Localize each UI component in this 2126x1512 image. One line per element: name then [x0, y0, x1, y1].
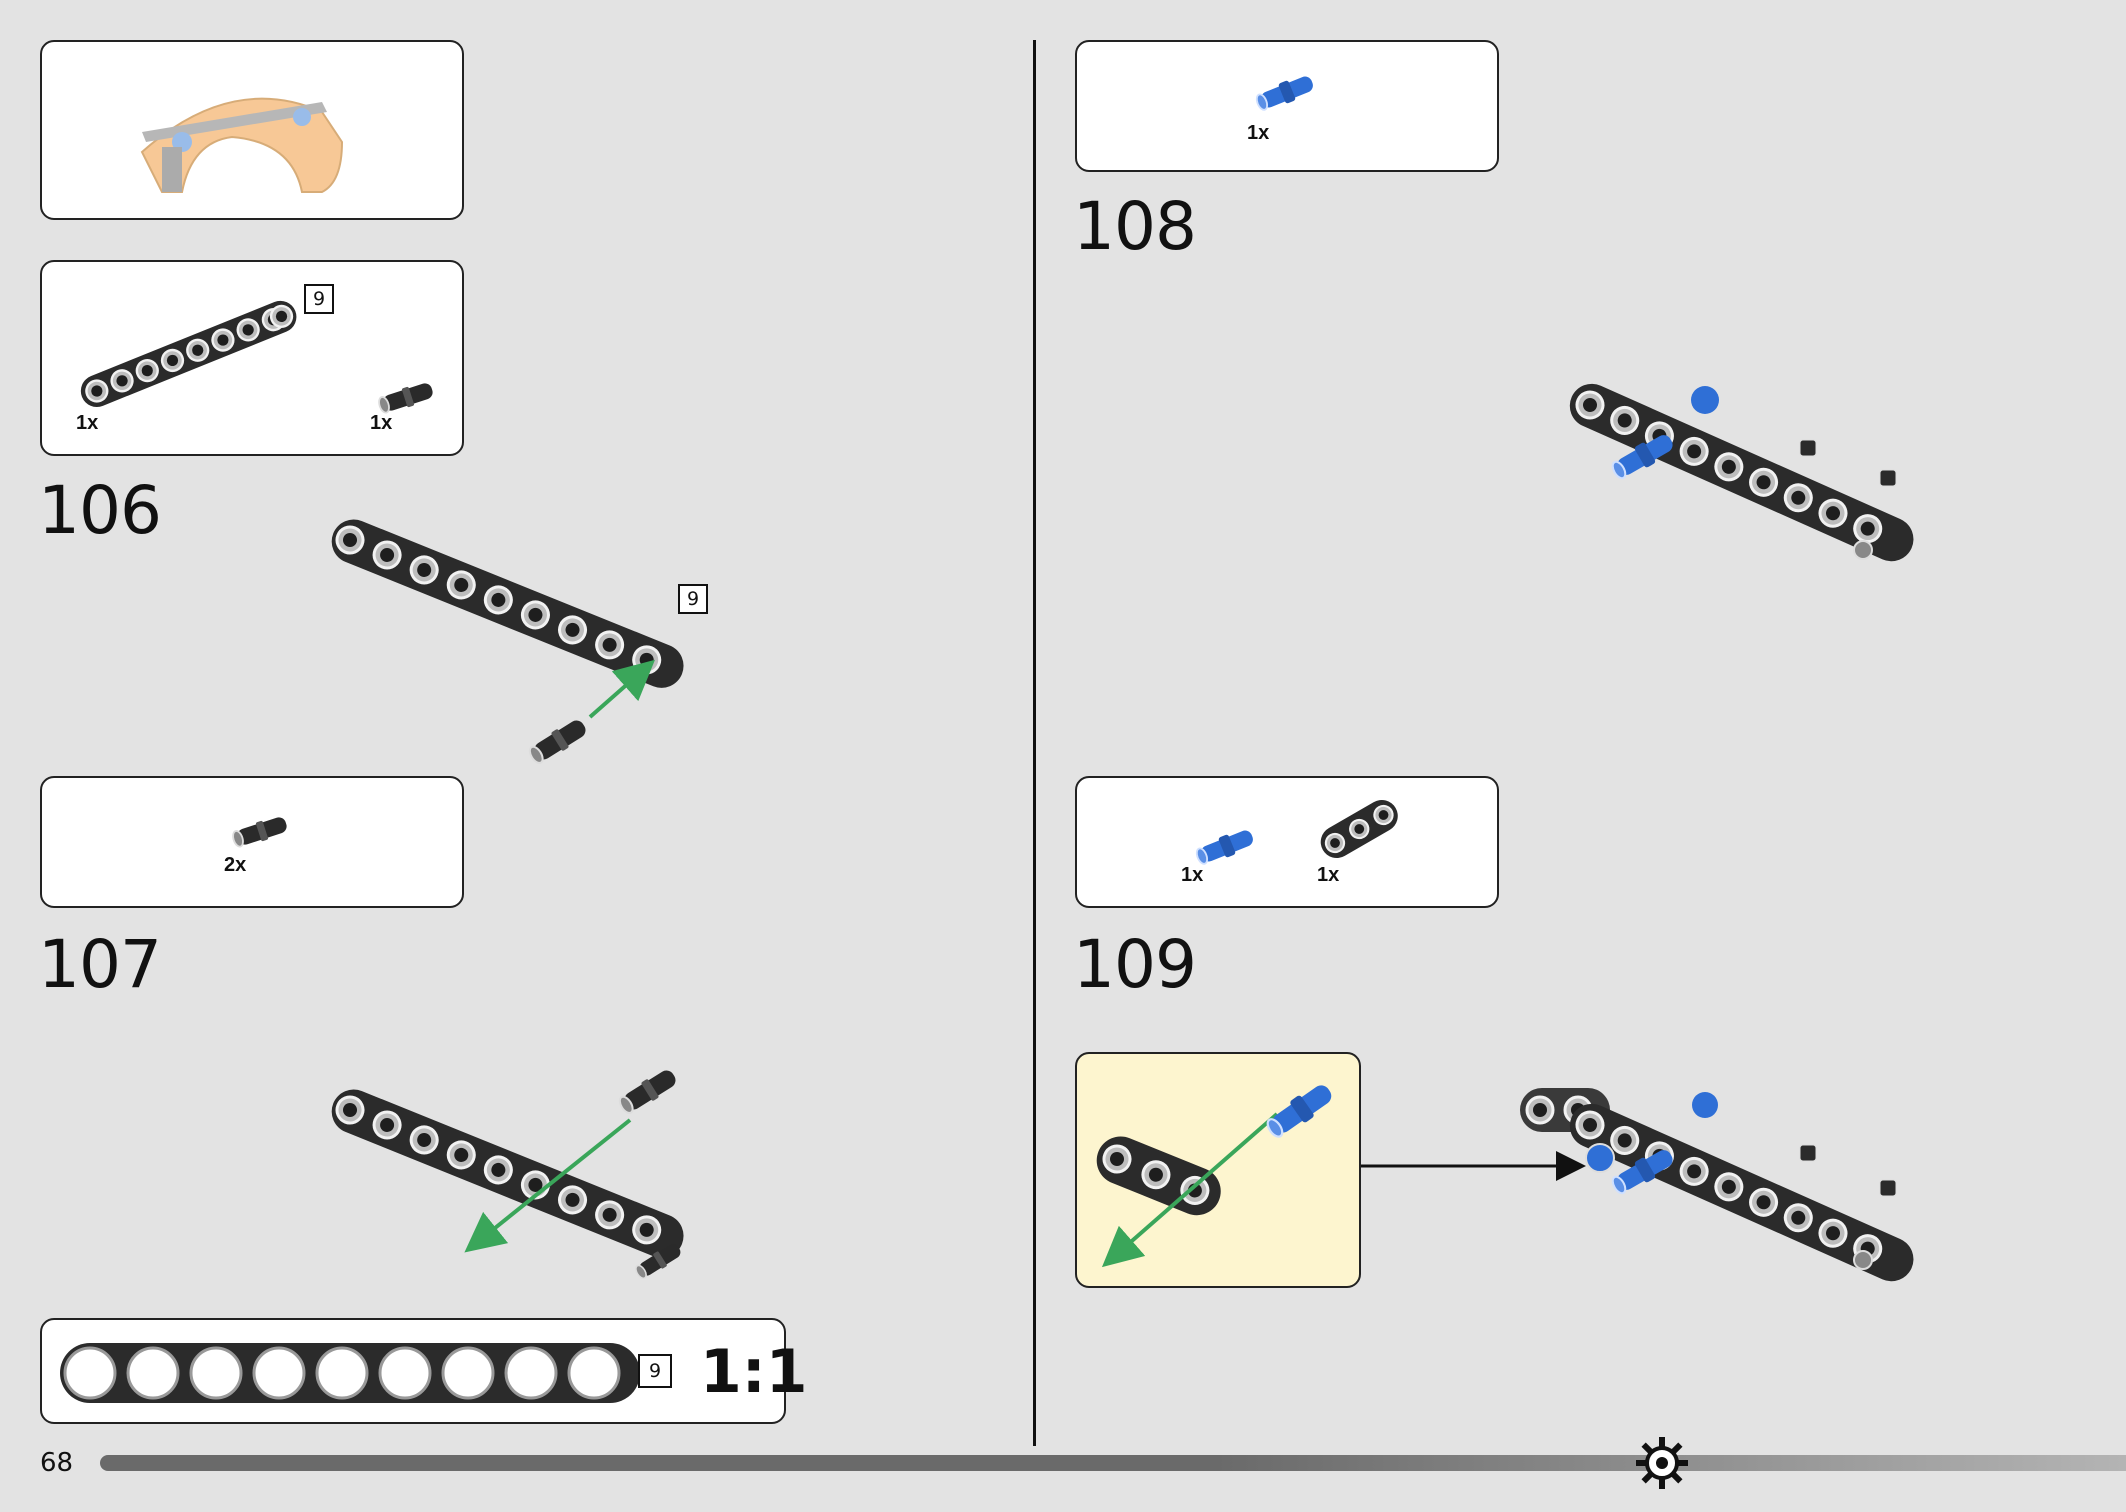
parts-list-107: 2x: [40, 776, 464, 908]
previous-model-thumbnail: [40, 40, 464, 220]
step-number-108: 108: [1073, 188, 1197, 265]
scale-ratio: 1:1: [700, 1337, 808, 1407]
parts-list-108: 1x: [1075, 40, 1499, 172]
progress-bar: [100, 1455, 2126, 1471]
beam-length-badge: 9: [304, 284, 334, 314]
page-divider: [1033, 40, 1036, 1446]
step-number-107: 107: [38, 926, 162, 1003]
step-number-109: 109: [1073, 926, 1197, 1003]
beam-9-actual-size: [60, 1343, 640, 1403]
scale-ruler: 9 1:1: [40, 1318, 808, 1424]
gear-icon: [1636, 1437, 1688, 1489]
assembly-107: [331, 1064, 685, 1283]
pin-part: [229, 812, 290, 851]
assembly-109: [1520, 1088, 1914, 1282]
step-number-106: 106: [38, 472, 162, 549]
beam-9-part: [80, 300, 297, 408]
part-qty: 1x: [370, 412, 393, 434]
ruler-length-badge: 9: [638, 1354, 672, 1388]
part-qty: 1x: [1317, 864, 1340, 886]
part-qty: 1x: [1181, 864, 1204, 886]
part-qty: 2x: [224, 854, 247, 876]
part-qty: 1x: [76, 412, 99, 434]
sub-assembly-image: [1096, 1078, 1338, 1268]
assembly-106: [331, 519, 684, 768]
beam-3-part: [1320, 800, 1398, 858]
model-preview-image: [140, 97, 344, 193]
beam-length-badge: 9: [678, 584, 708, 614]
part-qty: 1x: [1247, 122, 1270, 144]
callout-arrow: [1361, 1151, 1586, 1181]
blue-axle-pin-part: [1252, 70, 1317, 115]
sub-assembly-callout: [1075, 1052, 1361, 1288]
parts-list-109: 1x 1x: [1075, 776, 1499, 908]
assembly-108: [1569, 383, 1914, 562]
page-number: 68: [40, 1448, 74, 1478]
parts-list-106: 9 1x 1x: [40, 260, 464, 456]
